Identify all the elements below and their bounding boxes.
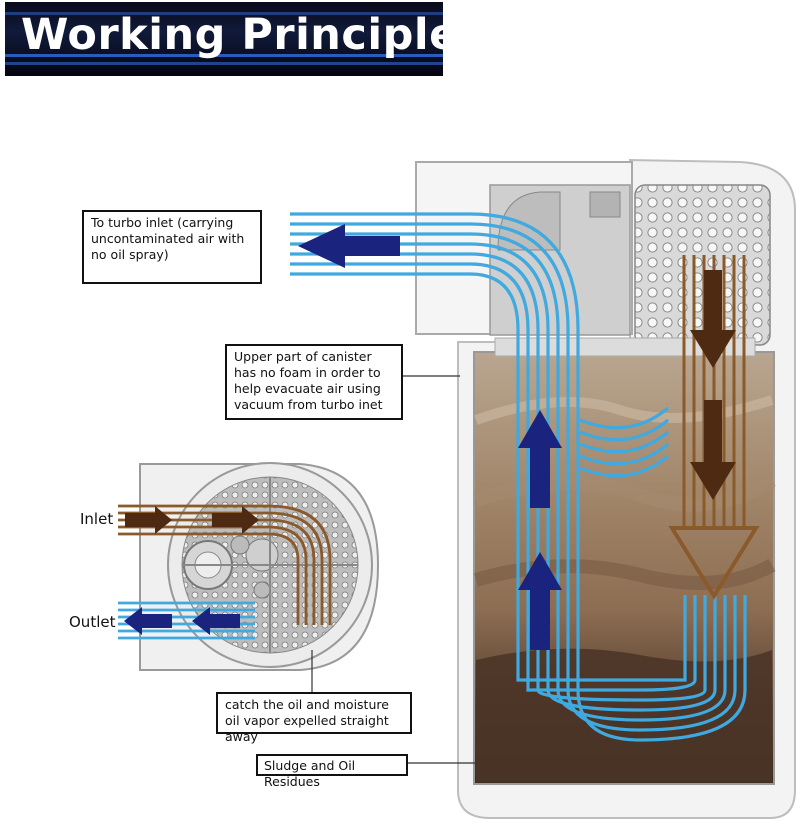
catch-oil-callout: catch the oil and moisture oil vapor exp… — [216, 692, 412, 744]
title-banner: Working Principle — [5, 2, 443, 76]
inlet-label: Inlet — [80, 510, 114, 528]
oil-flow-lines — [682, 255, 746, 530]
inlet-arrows — [125, 506, 259, 534]
turbo-inlet-callout: To turbo inlet (carrying uncontaminated … — [82, 210, 262, 284]
oil-flow-arrowhead — [668, 526, 760, 600]
oil-direction-arrows — [690, 270, 736, 500]
air-flow-lines — [290, 212, 747, 742]
leader-lines — [311, 375, 476, 764]
sludge-callout: Sludge and Oil Residues — [256, 754, 408, 789]
turbo-outlet-arrow — [298, 224, 400, 268]
upper-part-callout: Upper part of canister has no foam in or… — [225, 344, 403, 420]
outlet-label: Outlet — [69, 613, 116, 631]
page-title: Working Principle — [21, 10, 443, 60]
outlet-arrows — [124, 607, 240, 635]
air-direction-arrows — [298, 224, 562, 650]
inlet-flow-lines — [118, 504, 332, 625]
